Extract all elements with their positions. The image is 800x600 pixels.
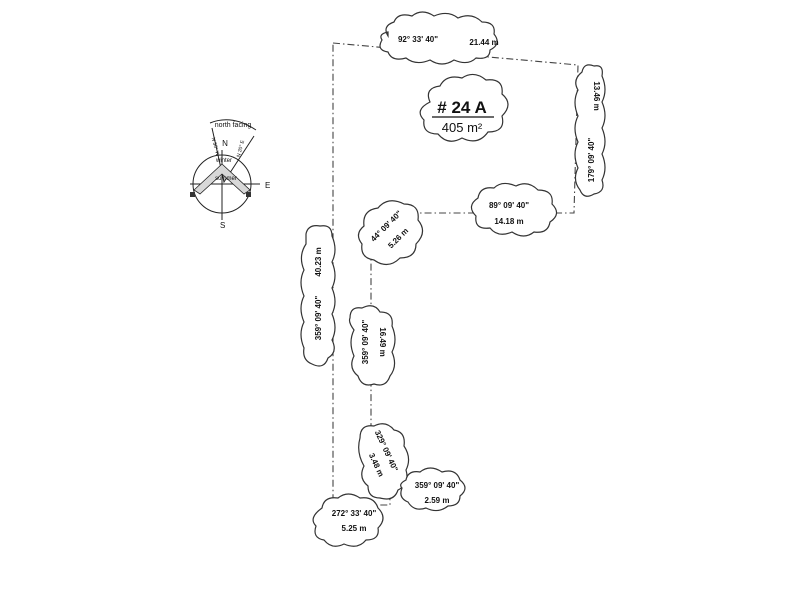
inner-vertical-bearing: 359° 09' 40" [361, 320, 370, 365]
compass-diagram: north facing N N 30° W N 20° E winter su… [190, 119, 270, 230]
sun-angle-band [193, 163, 251, 195]
compass-e-label: E [265, 181, 270, 190]
inner-vertical-edge-label: 359° 09' 40" 16.49 m [348, 305, 396, 386]
right-length: 13.46 m [592, 81, 601, 110]
bottom-small-length: 2.59 m [425, 496, 450, 505]
right-bearing: 179° 09' 40" [587, 138, 596, 183]
bottom-length: 5.25 m [342, 524, 367, 533]
right-edge-label: 13.46 m 179° 09' 40" [574, 64, 606, 197]
left-edge-label: 40.23 m 359° 09' 40" [300, 225, 336, 367]
winter-label: winter [215, 158, 232, 164]
lot-label-cloud: # 24 A 405 m² [419, 73, 509, 142]
bottom-small-edge-label: 359° 09' 40" 2.59 m [400, 467, 466, 512]
diagonal-bottom-edge-label: 329° 09' 40" 3.48 m [358, 423, 410, 500]
left-angle-label: N 30° W [210, 137, 221, 157]
inner-top-edge-label: 89° 09' 40" 14.18 m [470, 182, 558, 237]
lot-area: 405 m² [442, 120, 483, 135]
top-length: 21.44 m [469, 38, 498, 47]
summer-label: summer [215, 176, 237, 182]
inner-top-length: 14.18 m [494, 217, 523, 226]
bottom-bearing: 272° 33' 40" [332, 509, 377, 518]
inner-top-bearing: 89° 09' 40" [489, 201, 529, 210]
north-facing-label: north facing [215, 122, 252, 129]
top-edge-label: 92° 33' 40" 21.44 m [379, 11, 499, 65]
top-bearing: 92° 33' 40" [398, 35, 438, 44]
bottom-small-bearing: 359° 09' 40" [415, 481, 460, 490]
right-angle-label: N 20° E [236, 139, 246, 158]
north-facing-arc [209, 119, 257, 131]
left-bearing: 359° 09' 40" [314, 296, 323, 341]
compass-s-label: S [220, 221, 225, 230]
lot-number: # 24 A [437, 98, 486, 117]
compass-marker-left [190, 192, 195, 197]
compass-n-label: N [222, 139, 228, 148]
left-length: 40.23 m [314, 247, 323, 276]
inner-vertical-length: 16.49 m [378, 327, 387, 356]
north-facing-sector [211, 127, 255, 184]
compass-marker-right [246, 192, 251, 197]
diagonal-top-edge-label: 44° 09' 40" 5.26 m [357, 200, 424, 266]
bottom-edge-label: 272° 33' 40" 5.25 m [312, 493, 384, 547]
